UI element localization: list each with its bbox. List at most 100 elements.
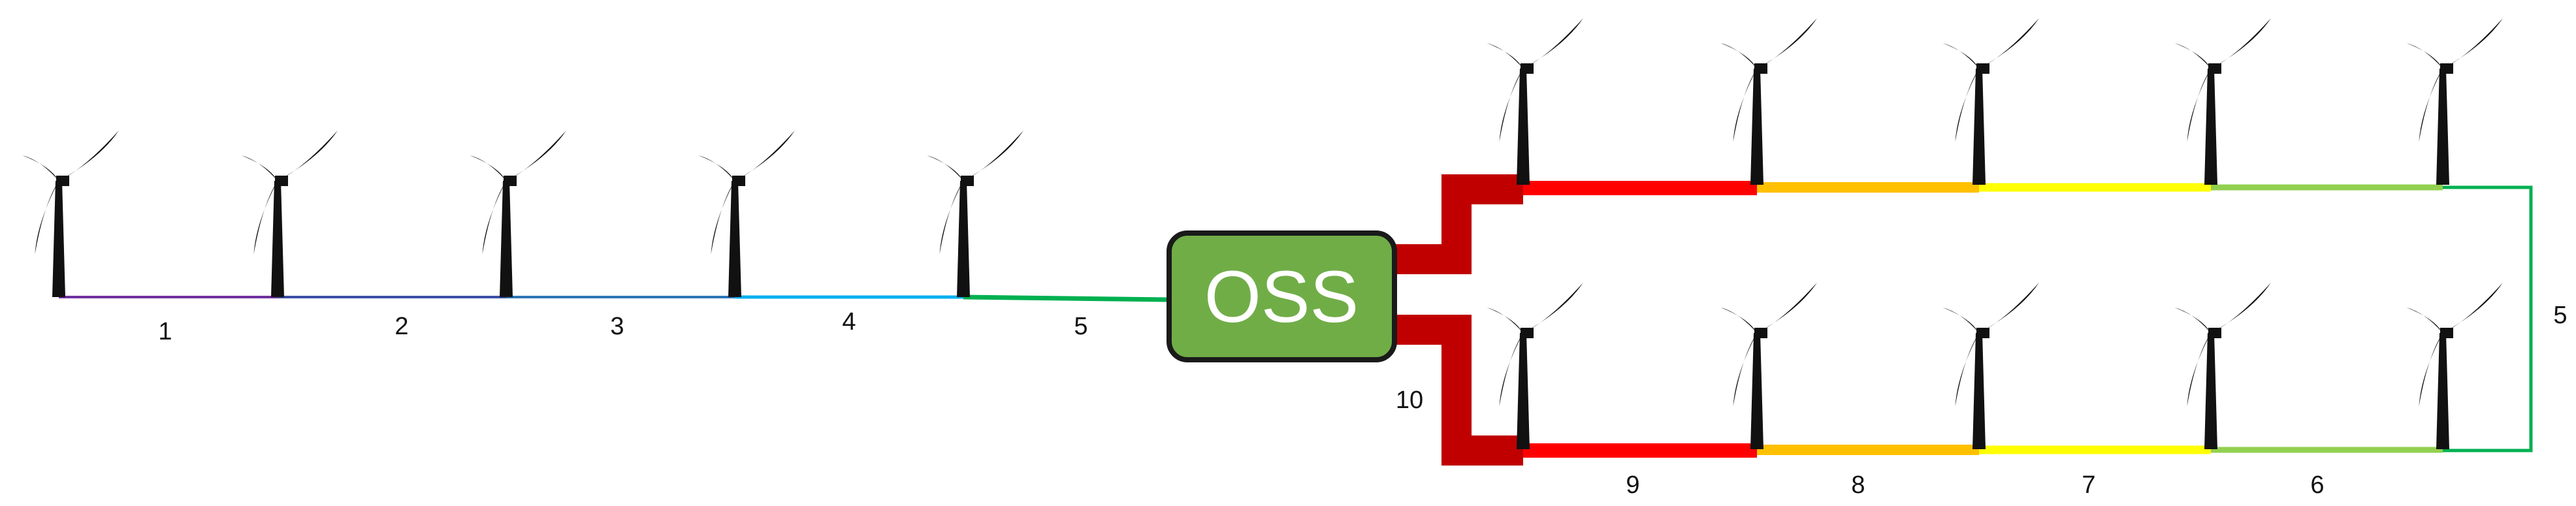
turbine-nacelle: [2440, 328, 2453, 338]
ring-label-9: 9: [1626, 471, 1639, 499]
turbine-nacelle: [275, 176, 288, 186]
turbine-blade: [698, 155, 735, 181]
turbine-nacelle: [1521, 63, 1534, 74]
turbine-nacelle: [1521, 328, 1534, 338]
turbine-blade: [1942, 307, 1979, 333]
string-a-label-1: 1: [158, 318, 172, 345]
string-a-cable-segment-5: [963, 294, 1170, 302]
turbine-blade: [927, 155, 963, 181]
turbine-tower: [728, 181, 741, 297]
ring-upper-cables: [1523, 181, 2443, 195]
turbine-nacelle: [1976, 328, 1989, 338]
turbine-nacelle: [961, 176, 974, 186]
oss-label: OSS: [1204, 256, 1359, 338]
turbine-nacelle: [2208, 63, 2221, 74]
turbine-blade: [2406, 42, 2443, 69]
wind-turbine-icon: [927, 130, 1023, 297]
turbine-blade: [1487, 307, 1523, 333]
turbine-tower: [1972, 69, 1986, 185]
turbine-tower: [2436, 69, 2449, 185]
ring-label-7: 7: [2082, 471, 2095, 499]
turbine-nacelle: [1754, 328, 1767, 338]
turbine-blade: [735, 130, 795, 181]
wind-turbine-icon: [2174, 282, 2271, 449]
turbine-tower: [500, 181, 513, 297]
turbine-blade: [506, 130, 566, 181]
ring-feeders: [1394, 174, 1523, 466]
offshore-substation: OSS: [1167, 230, 1397, 362]
wind-turbine-icon: [2406, 18, 2503, 185]
string-a-label-4: 4: [842, 308, 856, 336]
turbine-nacelle: [56, 176, 69, 186]
turbine-blade: [1942, 42, 1979, 69]
ring-label-feeder: 10: [1396, 387, 1423, 414]
string-a-cables: [59, 294, 1170, 302]
turbine-tower: [2436, 333, 2449, 449]
turbine-blade: [2406, 307, 2443, 333]
wind-turbine-icon: [1720, 282, 1817, 449]
turbine-blade: [59, 130, 119, 181]
turbine-blade: [1523, 18, 1583, 69]
ring-label-8: 8: [1851, 471, 1865, 499]
ring-feeder-upper: [1394, 174, 1523, 274]
wind-turbine-icon: [470, 130, 566, 297]
turbine-nacelle: [1976, 63, 1989, 74]
wind-turbine-icon: [1487, 18, 1583, 185]
string-a-labels: 1 2 3 4 5: [158, 308, 1087, 345]
turbine-blade: [22, 155, 59, 181]
oss-box: [1167, 230, 1397, 362]
turbine-blade: [2211, 282, 2271, 333]
turbine-blade: [1979, 282, 2039, 333]
wind-turbines: [22, 18, 2503, 449]
turbine-tower: [271, 181, 284, 297]
ring-label-6: 6: [2310, 471, 2324, 499]
turbine-blade: [1720, 42, 1757, 69]
turbine-blade: [963, 130, 1023, 181]
ring-label-return: 5: [2553, 302, 2567, 329]
string-a-label-3: 3: [610, 313, 624, 340]
wind-turbine-icon: [22, 130, 119, 297]
wind-turbine-icon: [2406, 282, 2503, 449]
ring-lower-cables: [1523, 443, 2443, 458]
turbine-blade: [1979, 18, 2039, 69]
turbine-tower: [52, 181, 65, 297]
turbine-nacelle: [1754, 63, 1767, 74]
turbine-tower: [2204, 69, 2217, 185]
string-a-label-2: 2: [394, 313, 408, 340]
wind-turbine-icon: [698, 130, 795, 297]
ring-return-cable: [2443, 185, 2533, 452]
turbine-blade: [1757, 282, 1817, 333]
turbine-tower: [2204, 333, 2217, 449]
turbine-tower: [1750, 333, 1763, 449]
turbine-blade: [278, 130, 338, 181]
turbine-blade: [1757, 18, 1817, 69]
turbine-nacelle: [2208, 328, 2221, 338]
wind-turbine-icon: [241, 130, 338, 297]
turbine-tower: [957, 181, 970, 297]
wind-turbine-icon: [1487, 282, 1583, 449]
turbine-blade: [2174, 42, 2211, 69]
turbine-nacelle: [504, 176, 517, 186]
turbine-blade: [470, 155, 506, 181]
turbine-blade: [1720, 307, 1757, 333]
wind-turbine-icon: [1942, 18, 2039, 185]
ring-labels: 10 9 8 7 6 5: [1396, 302, 2568, 499]
string-a-label-5: 5: [1074, 313, 1087, 340]
wind-turbine-icon: [1720, 18, 1817, 185]
wind-turbine-icon: [1942, 282, 2039, 449]
turbine-blade: [1523, 282, 1583, 333]
turbine-nacelle: [2440, 63, 2453, 74]
wind-turbine-icon: [2174, 18, 2271, 185]
turbine-blade: [1487, 42, 1523, 69]
turbine-blade: [2211, 18, 2271, 69]
turbine-blade: [241, 155, 278, 181]
turbine-tower: [1517, 333, 1530, 449]
turbine-blade: [2443, 282, 2503, 333]
turbine-tower: [1972, 333, 1986, 449]
ring-feeder-lower: [1394, 315, 1523, 466]
turbine-nacelle: [732, 176, 745, 186]
turbine-tower: [1750, 69, 1763, 185]
turbine-tower: [1517, 69, 1530, 185]
turbine-blade: [2443, 18, 2503, 69]
